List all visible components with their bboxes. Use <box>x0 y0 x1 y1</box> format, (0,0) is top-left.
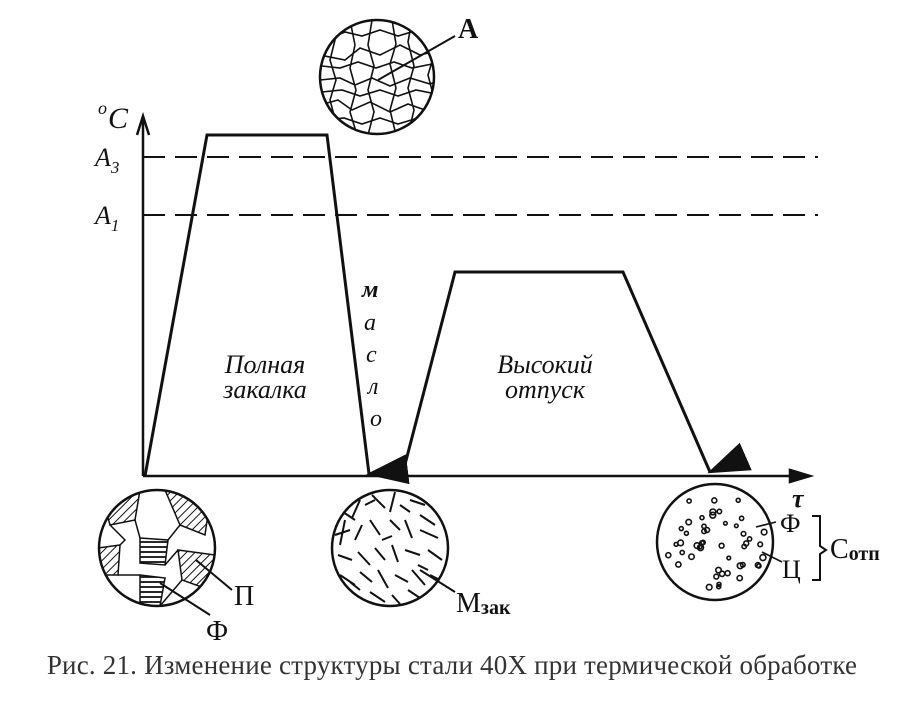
sorbite-label: Сотп <box>830 534 880 565</box>
martensite-label: Мзак <box>456 588 511 619</box>
y-axis-arrow <box>135 111 151 136</box>
quench-label-line1: Полная <box>224 350 305 379</box>
carbide-particle <box>686 498 692 504</box>
carbide-particle <box>718 570 726 578</box>
sorbite-dots <box>664 497 768 591</box>
carbide-particle <box>701 523 707 530</box>
carbide-particle <box>722 520 729 526</box>
carbide-particle <box>715 583 722 590</box>
sorbite-micrograph <box>655 482 783 602</box>
carbide-particle <box>679 549 686 556</box>
carbide-particle <box>736 574 744 582</box>
carbide-particle <box>678 525 685 532</box>
carbide-particle <box>675 561 682 568</box>
cooling-letter: о <box>370 406 382 432</box>
carbide-particle <box>700 528 708 535</box>
carbide-particle <box>726 555 732 561</box>
x-axis-unit: τ <box>792 484 805 513</box>
carbide-particle <box>698 539 705 546</box>
carbide-particle <box>756 563 762 569</box>
carbide-particle <box>759 553 767 562</box>
martensite-micrograph <box>330 488 456 608</box>
ferrite-pearlite-micrograph <box>97 488 233 616</box>
carbide-particle <box>699 514 705 521</box>
carbide-particle <box>693 541 701 550</box>
temper-label-line2: отпуск <box>505 375 586 404</box>
cooling-letter: л <box>366 374 378 400</box>
martensite-label-text: М <box>456 588 481 619</box>
carbide-particle <box>735 497 742 504</box>
carbide-particle <box>739 561 746 568</box>
carbide-particle <box>740 530 747 537</box>
quench-label-line2: закалка <box>222 375 307 404</box>
carbide-particle <box>738 515 745 522</box>
carbide-particle <box>742 540 750 547</box>
a3-label: A3 <box>93 143 119 177</box>
carbide-particle <box>746 536 753 542</box>
carbide-particle <box>714 566 722 574</box>
carbide-particle <box>710 497 718 504</box>
y-axis-unit-o: o <box>98 98 107 118</box>
x-axis-arrow <box>788 468 815 484</box>
carbide-particle <box>676 539 685 547</box>
carbide-particle <box>716 508 723 515</box>
axes <box>135 111 815 484</box>
carbide-particle <box>703 526 711 534</box>
y-axis-unit-c: C <box>108 102 129 135</box>
austenite-micrograph <box>318 18 456 136</box>
carbide-particle <box>664 551 672 559</box>
pearlite-label: П <box>234 581 254 612</box>
ferrite-tempered-label: Ф <box>780 509 801 538</box>
carbide-particle <box>709 511 717 519</box>
carbide-particle <box>713 573 720 580</box>
cementite-label: Ц <box>782 555 801 584</box>
cooling-medium-label: м а с л о <box>361 277 382 432</box>
carbide-particle <box>709 508 717 516</box>
cooling-letter: с <box>366 342 377 368</box>
sorbite-brace <box>812 515 828 581</box>
carbide-particle <box>736 562 744 570</box>
carbide-particle <box>757 541 764 548</box>
ferrite-label: Ф <box>206 616 228 647</box>
carbide-particle <box>733 523 739 529</box>
carbide-particle <box>716 581 722 588</box>
carbide-particle <box>683 530 690 537</box>
cooling-letter: а <box>364 310 376 336</box>
cooling-letter: м <box>361 277 378 303</box>
temper-curve <box>400 270 752 477</box>
austenite-label: А <box>458 14 479 45</box>
quench-curve <box>143 133 410 485</box>
carbide-particle <box>724 569 731 577</box>
carbide-particle <box>685 518 693 526</box>
figure-caption: Рис. 21. Изменение структуры стали 40Х п… <box>46 650 858 680</box>
carbide-particle <box>718 542 725 549</box>
temper-label-line1: Высокий <box>497 350 593 379</box>
carbide-particle <box>760 528 768 536</box>
carbide-particle <box>705 583 713 591</box>
a1-label: A1 <box>93 201 119 235</box>
carbide-particle <box>687 553 695 561</box>
